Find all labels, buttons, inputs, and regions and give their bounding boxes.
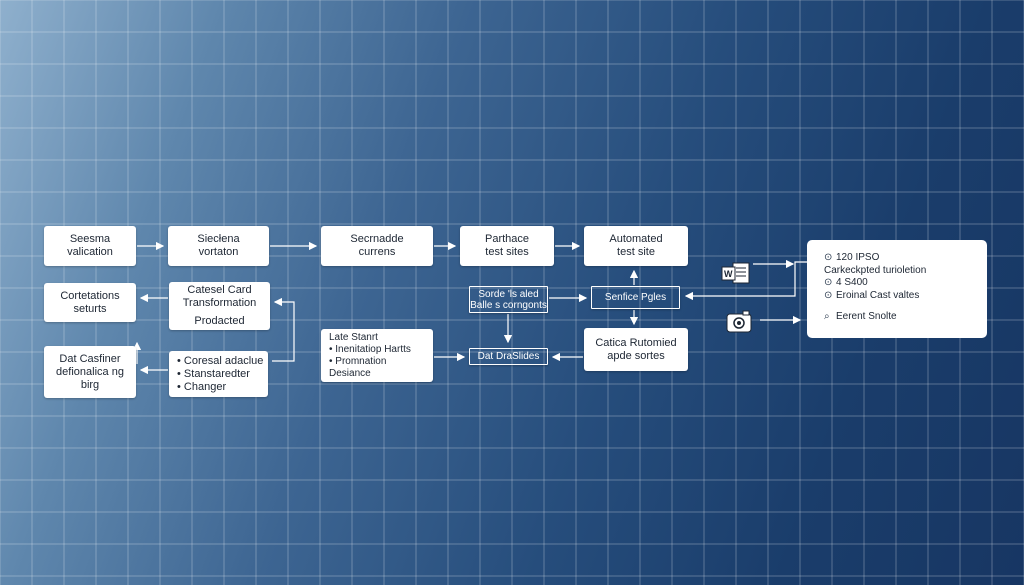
panel-text: 120 IPSO [836, 252, 880, 263]
node-catesel-card: Catesel Card Transformation Prodacted [169, 282, 270, 330]
node-sorde: Sorde 'ls aled Balle s corngonts [469, 286, 548, 313]
node-dat-draslides: Dat DraSlides [469, 348, 548, 365]
node-line: currens [358, 246, 396, 258]
camera-icon [725, 310, 755, 334]
node-line: Parthace [484, 233, 530, 245]
panel-row: Carkeckpted turioletion [824, 265, 987, 278]
node-line: apde sortes [607, 349, 665, 362]
node-automated: Automated test site [584, 226, 688, 266]
bullet-item: Changer [177, 381, 226, 394]
node-line: Dat DraSlides [477, 351, 540, 362]
panel-spacer [824, 302, 987, 311]
flow-arrow [272, 297, 295, 362]
search-icon: ⌕ [824, 311, 830, 322]
node-line: Senfice Pgles [604, 292, 667, 303]
node-line: Transformation [182, 297, 257, 309]
node-late-stanrt: Late Stanrt Inenitatiop Hartts Promnatio… [321, 329, 433, 382]
node-cortetations: Cortetations seturts [44, 283, 136, 322]
node-line: valication [67, 246, 113, 258]
target-icon: ⊙ [824, 277, 833, 288]
node-line: test site [617, 246, 655, 258]
panel-row: ⌕ Eerent Snolte [824, 311, 987, 324]
node-sieclena: Siecłena vortaton [168, 226, 269, 266]
node-line: Sorde 'ls aled [478, 288, 539, 300]
node-line: Balle s corngonts [470, 299, 547, 311]
svg-text:W: W [724, 269, 733, 279]
bullet-item: Coresal adaclue [177, 355, 264, 368]
flow-arrow [684, 261, 808, 301]
node-parthace: Parthace test sites [460, 226, 554, 266]
node-schema-validation: Seesma valication [44, 226, 136, 266]
node-line: test sites [485, 246, 529, 258]
node-line: Catica Rutomied [595, 336, 677, 349]
panel-row: ⊙120 IPSO [824, 252, 987, 265]
node-line: birg [80, 378, 100, 391]
node-senfice: Senfice Pgles [591, 286, 680, 309]
node-line: Secrnadde [350, 233, 404, 245]
node-line: seturts [73, 302, 107, 315]
node-secrnadde: Secrnadde currens [321, 226, 433, 266]
panel-row: ⊙Eroinal Cast valtes [824, 290, 987, 303]
panel-text: Eroinal Cast valtes [836, 289, 920, 301]
panel-text: Eerent Snolte [836, 311, 897, 322]
target-icon: ⊙ [824, 252, 833, 263]
node-dat-casfiner: Dat Casfiner defionalica ng birg [44, 346, 136, 398]
word-document-icon: W [721, 262, 751, 284]
bullet-item: Inenitatiop Hartts [329, 344, 411, 356]
panel-text: Carkeckpted turioletion [824, 264, 927, 276]
node-title: Late Stanrt [329, 331, 378, 343]
node-line: Seesma [69, 233, 111, 245]
node-catica: Catica Rutomied apde sortes [584, 328, 688, 371]
target-icon: ⊙ [824, 289, 833, 301]
node-line: vortaton [198, 246, 239, 258]
bullet-item: Stanstaredter [177, 368, 250, 381]
node-line: Dat Casfiner [59, 352, 121, 365]
node-line: Automated [609, 233, 663, 245]
node-line: Desiance [329, 367, 371, 379]
node-line: Cortetations [60, 289, 120, 302]
node-line: Prodacted [194, 315, 245, 327]
panel-text: 4 S400 [836, 277, 868, 288]
node-coresal: Coresal adaclue Stanstaredter Changer [169, 351, 268, 397]
node-line: Siecłena [197, 233, 240, 245]
node-line: defionalica ng [56, 365, 124, 378]
node-line: Catesel Card [187, 284, 252, 296]
summary-panel: ⊙120 IPSO Carkeckpted turioletion ⊙4 S40… [807, 240, 987, 338]
bullet-item: Promnation [329, 356, 386, 368]
panel-row: ⊙4 S400 [824, 277, 987, 290]
